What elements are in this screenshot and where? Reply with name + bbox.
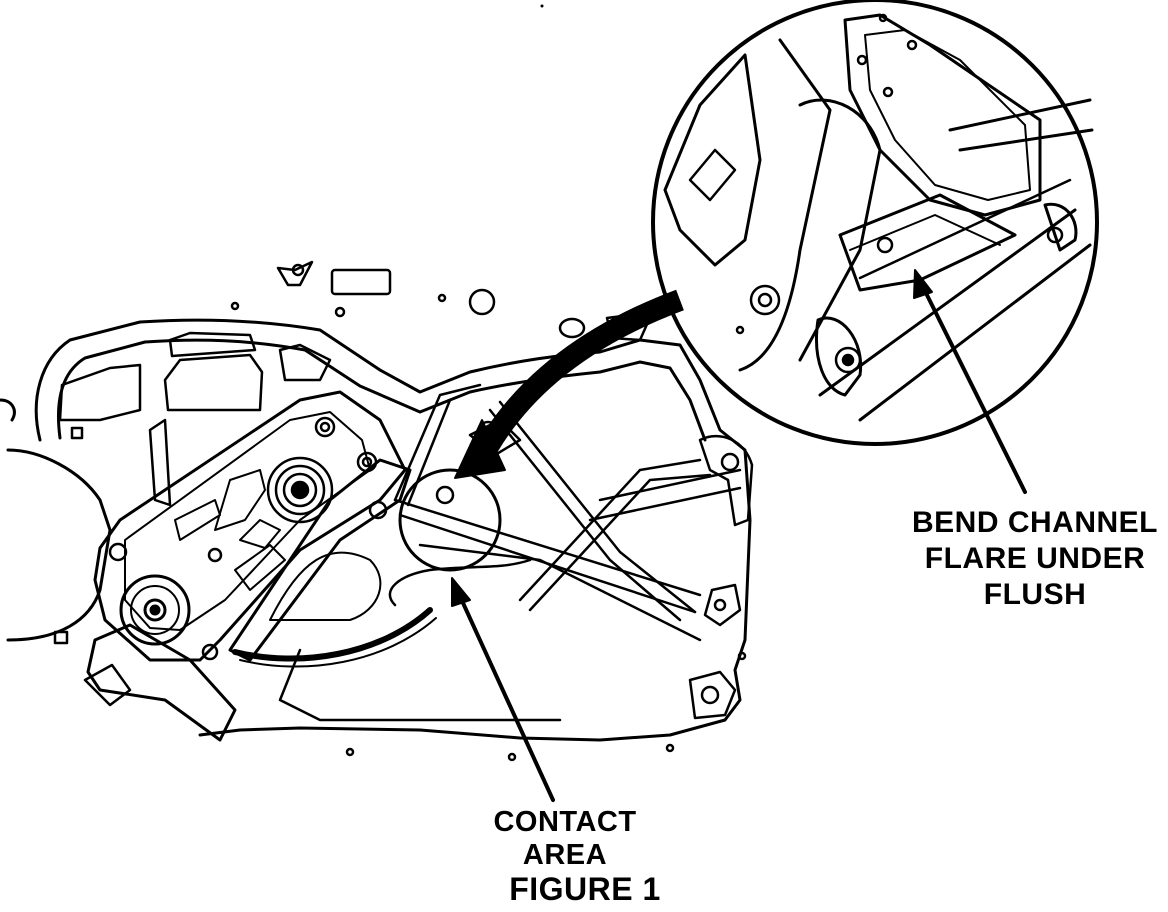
contact-area-line-2: AREA	[522, 839, 608, 871]
door-inner-panel	[0, 318, 752, 742]
upper-panel-holes	[230, 260, 650, 342]
regulator-motor-plate	[93, 390, 407, 662]
panel-cutouts	[53, 331, 332, 645]
bend-channel-line-1: BEND CHANNEL	[912, 506, 1158, 539]
lower-bracket	[345, 434, 754, 762]
bend-channel-line-2: FLARE UNDER	[924, 542, 1146, 575]
sector-gear	[232, 607, 437, 668]
bend-channel-callout: BEND CHANNEL FLARE UNDER FLUSH	[905, 508, 1165, 616]
spring-coil	[266, 456, 334, 524]
leader-arrow-contact	[451, 577, 555, 802]
contact-area-circle	[398, 468, 502, 572]
leader-arrow-bend-channel	[913, 269, 1027, 494]
figure-caption: FIGURE 1	[509, 871, 661, 907]
bend-channel-line-3: FLUSH	[983, 578, 1087, 611]
regulator-arm	[228, 458, 412, 662]
contact-area-line-1: CONTACT	[493, 806, 637, 838]
contact-area-callout: CONTACT AREA	[470, 808, 660, 874]
detail-transfer-arrow	[454, 289, 684, 479]
detail-magnifier	[651, 0, 1099, 446]
drive-motor	[83, 574, 237, 742]
